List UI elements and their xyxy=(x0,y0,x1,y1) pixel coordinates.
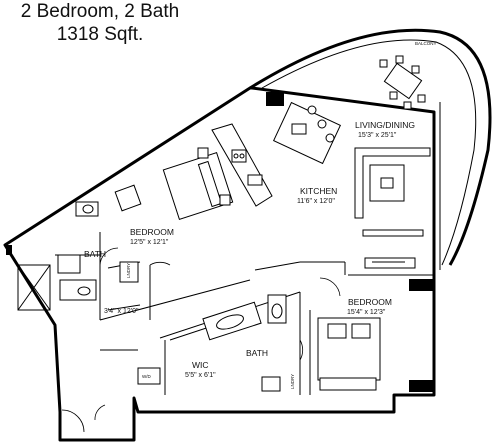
column-block xyxy=(6,245,12,255)
kitchen-dim: 11'6" x 12'0" xyxy=(297,198,335,205)
media-console xyxy=(364,257,416,269)
door-swings xyxy=(61,247,341,433)
bedroom2-label: BEDROOM xyxy=(348,297,392,307)
balcony-dining-set xyxy=(379,55,426,110)
bedroom1-bed xyxy=(162,147,234,221)
bath1-fixtures xyxy=(17,201,99,311)
column-block xyxy=(266,92,284,106)
plan-area: 1318 Sqft. xyxy=(56,24,144,45)
washer-dryer xyxy=(137,367,161,385)
living-dining-dim: 15'3" x 25'1" xyxy=(358,132,397,139)
balcony-label: BALCONY xyxy=(415,41,437,46)
bedroom1-dim: 12'5" x 12'1" xyxy=(130,239,169,246)
living-sofa xyxy=(354,147,431,237)
wic-label: WIC xyxy=(192,360,209,370)
kitchen-label: KITCHEN xyxy=(300,186,337,196)
wic-dim: 5'5" x 6'1" xyxy=(185,372,216,379)
laundry1-label: LNDRY xyxy=(126,263,131,278)
kitchen-counters xyxy=(211,123,273,207)
column-block xyxy=(409,279,434,291)
living-dining-label: LIVING/DINING xyxy=(355,120,415,130)
column-block xyxy=(409,380,434,392)
kitchen-island xyxy=(272,101,342,165)
bedroom1-label: BEDROOM xyxy=(130,227,174,237)
bedroom2-bed xyxy=(317,317,381,391)
wd-label: W/D xyxy=(142,374,151,379)
laundry-unit xyxy=(119,261,139,283)
bath2-fixtures xyxy=(202,294,287,392)
plan-title: 2 Bedroom, 2 Bath xyxy=(20,1,180,22)
bath2-label: BATH xyxy=(246,348,268,358)
bath1-label: BATH xyxy=(84,249,106,259)
balcony-railing xyxy=(249,28,492,266)
laundry2-label: LNDRY xyxy=(290,374,295,389)
armchair xyxy=(114,184,142,212)
bedroom2-dim: 15'4" x 12'3" xyxy=(347,309,386,316)
closet-dim: 3'4" x 12'0" xyxy=(104,308,139,315)
